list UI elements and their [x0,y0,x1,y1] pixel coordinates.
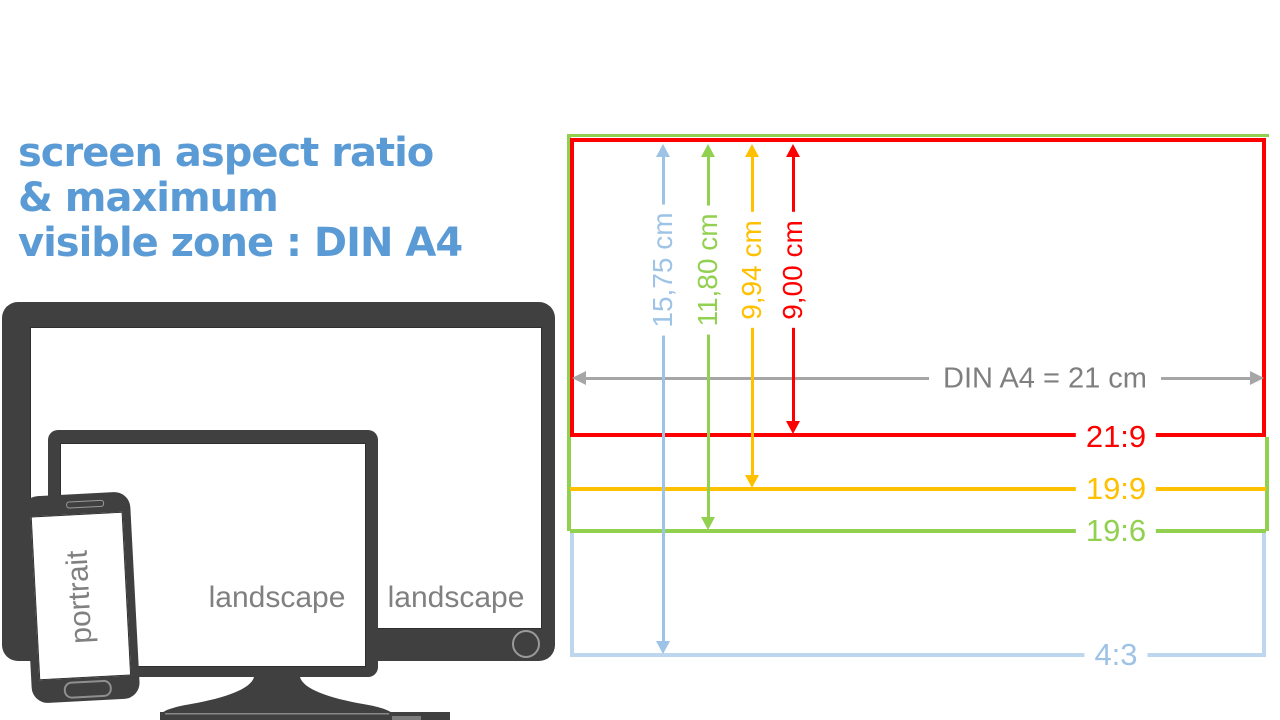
title-line-1: screen aspect ratio [18,130,434,176]
arrow-down-icon [745,475,759,488]
ratio-19-9-bottom-line [570,487,1266,491]
ratio-19-6-left-edge [567,137,571,531]
arrow-up-icon [701,144,715,157]
phone-device: portrait [21,491,141,704]
tv-power-button-icon [512,630,540,658]
measure-label-11-80: 11,80 cm [692,205,724,335]
measure-label-15-75: 15,75 cm [647,204,679,336]
ratio-4-3-right-edge [1262,531,1266,657]
arrow-left-icon [572,371,586,385]
arrow-up-icon [656,144,670,157]
din-a4-width-label: DIN A4 = 21 cm [929,362,1161,396]
phone-orientation-label: portrait [60,549,99,645]
ratio-label-21-9: 21:9 [1075,419,1157,455]
ratio-19-6-right-edge [1265,437,1269,531]
arrow-up-icon [786,144,800,157]
measure-15-75-shaft [662,155,665,645]
measure-label-9-94: 9,94 cm [736,212,768,328]
monitor-stand [162,677,392,720]
phone-speaker-icon [65,499,105,509]
ratio-label-4-3: 4:3 [1084,637,1148,673]
arrow-right-icon [1250,371,1264,385]
ratio-label-19-9: 19:9 [1075,471,1157,507]
ratio-19-6-top-edge [567,134,1269,137]
page-title: screen aspect ratio & maximum visible zo… [18,130,463,266]
ratio-21-9-rectangle [570,138,1266,437]
measure-11-80-shaft [707,155,710,520]
ratio-label-19-6: 19:6 [1075,513,1157,549]
ratio-4-3-left-edge [570,531,574,657]
title-line-3: visible zone : DIN A4 [18,220,463,266]
arrow-down-icon [701,517,715,530]
ratio-19-6-bottom-line [570,529,1266,533]
arrow-down-icon [656,641,670,654]
title-line-2: & maximum [18,175,279,221]
din-a4-width-arrow-shaft [584,377,1252,380]
monitor-orientation-label: landscape [208,581,346,614]
arrow-down-icon [786,421,800,434]
phone-home-button-icon [63,679,113,700]
measure-label-9-00: 9,00 cm [777,212,809,328]
tv-orientation-label: landscape [387,581,525,614]
ratio-4-3-bottom-line [570,653,1266,657]
arrow-up-icon [745,144,759,157]
